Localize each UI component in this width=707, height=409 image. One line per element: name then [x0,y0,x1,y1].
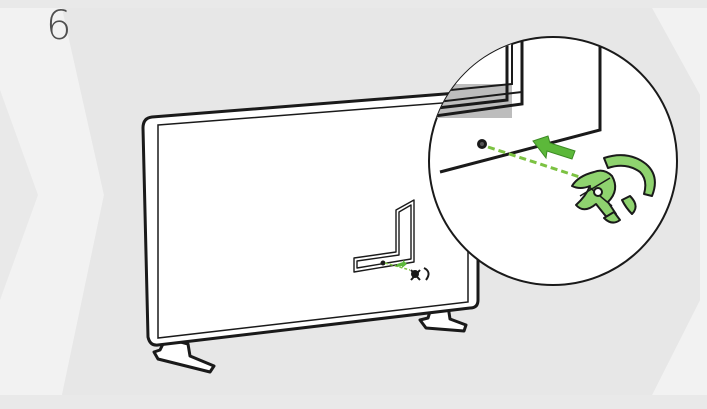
left-chevron [0,8,104,395]
small-arrow [397,260,407,268]
cable-holder-clip [571,154,656,224]
step-number: 6 [46,3,72,49]
tv-stand-left [152,336,216,374]
tv-back [141,90,480,347]
insert-arrow [532,135,576,160]
right-chevron [652,8,707,395]
tv-bracket [353,199,415,273]
guide-line [487,145,599,185]
small-clip [410,267,430,281]
